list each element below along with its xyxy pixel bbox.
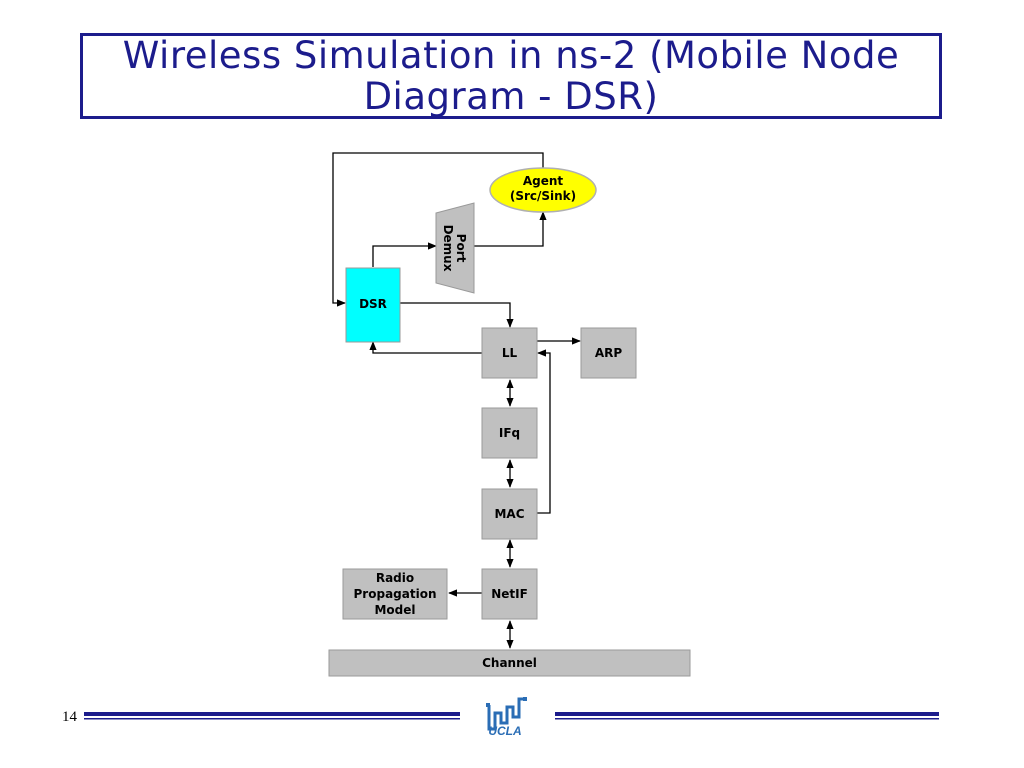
ucla-logo-text: UCLA [488,724,521,738]
port-demux-node: Port Demux [435,202,475,294]
footer-rule-right-thin [555,718,939,720]
port-demux-label-line1: Port [454,234,468,263]
agent-label-line1: Agent [523,174,564,188]
dsr-node: DSR [345,267,401,343]
footer-rule-left-thin [84,718,460,720]
arp-node: ARP [580,327,637,379]
ll-label: LL [502,346,518,360]
mac-to-ll-arrow [537,349,551,514]
dsr-to-demux-arrow [372,242,437,267]
footer-rule-left-thick [84,712,460,716]
slide-number: 14 [62,709,77,725]
ll-node: LL [481,327,538,379]
netif-node: NetIF [481,568,538,620]
agent-label-line2: (Src/Sink) [510,189,576,203]
arp-label: ARP [595,346,623,360]
radio-propagation-node: Radio Propagation Model [342,568,448,620]
ifq-node: IFq [481,407,538,459]
footer-rules [84,712,939,720]
title-box: Wireless Simulation in ns-2 (Mobile Node… [80,33,942,119]
channel-label: Channel [482,656,537,670]
page-title: Wireless Simulation in ns-2 (Mobile Node… [122,34,900,118]
channel-node: Channel [328,649,691,677]
port-demux-label-line2: Demux [441,225,455,272]
connections [332,152,581,649]
radio-label-line3: Model [374,603,415,617]
mac-label: MAC [494,507,524,521]
footer-rule-right-thick [555,712,939,716]
ll-to-dsr-arrow [369,341,482,354]
dsr-label: DSR [359,297,387,311]
ifq-label: IFq [499,426,520,440]
ucla-logo: UCLA [486,697,527,738]
dsr-to-ll-arrow [400,302,514,328]
radio-label-line2: Propagation [354,587,437,601]
agent-to-dsr-loop [332,152,544,307]
netif-label: NetIF [491,587,528,601]
radio-label-line1: Radio [376,571,414,585]
demux-to-agent-arrow [474,211,547,247]
agent-node: Agent (Src/Sink) [489,167,597,213]
mac-node: MAC [481,488,538,540]
